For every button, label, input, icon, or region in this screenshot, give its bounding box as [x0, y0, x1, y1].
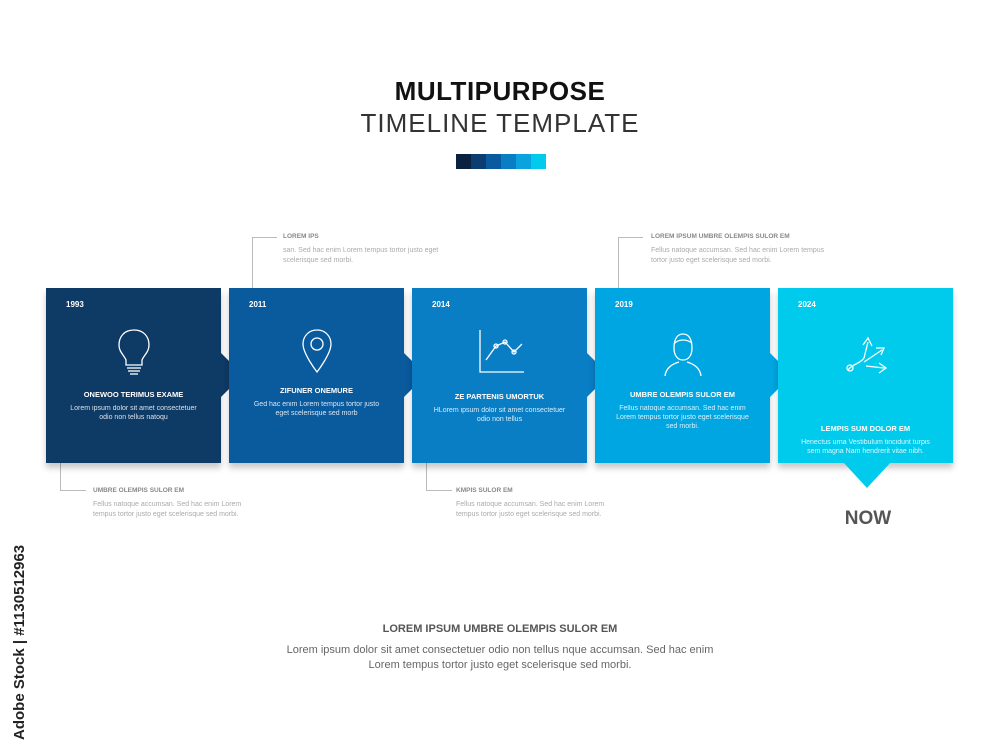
connector-line — [252, 237, 277, 238]
step-title: ZE PARTENIS UMORTUK — [454, 392, 545, 401]
step-title: UMBRE OLEMPIS SULOR EM — [629, 390, 735, 399]
step-title: LEMPIS SUM DOLOR EM — [820, 424, 911, 433]
color-swatch — [531, 154, 546, 169]
chart-icon — [479, 330, 524, 373]
callout-top-1: LOREM IPS san. Sed hac enim Lorem tempus… — [283, 233, 473, 266]
footer-title: LOREM IPSUM UMBRE OLEMPIS SULOR EM — [382, 623, 618, 635]
step-year: 2011 — [249, 300, 267, 309]
timeline-subtitle: TIMELINE TEMPLATE — [360, 108, 640, 138]
step-year: 2024 — [798, 300, 816, 309]
connector-line — [426, 490, 452, 491]
color-swatch — [501, 154, 516, 169]
stock-watermark: Adobe Stock | #1130512963 — [11, 545, 28, 740]
callout-bottom-1: UMBRE OLEMPIS SULOR EM Fellus natoque ac… — [93, 487, 243, 520]
step-text: Lorem ipsum dolor sit amet consectetuer … — [70, 405, 197, 421]
callout-title: UMBRE OLEMPIS SULOR EM — [93, 487, 185, 494]
step-text: Fellus natoque accumsan. Sed hac enim Lo… — [616, 405, 749, 430]
step-year: 2019 — [615, 300, 633, 309]
now-label: NOW — [844, 508, 892, 529]
timeline-step-2011: 2011 ZIFUNER ONEMURE Ged hac enim Lorem … — [229, 288, 426, 463]
color-swatch — [456, 154, 471, 169]
callout-top-2: LOREM IPSUM UMBRE OLEMPIS SULOR EM Fellu… — [651, 233, 841, 266]
color-swatch — [486, 154, 501, 169]
timeline-title: MULTIPURPOSE — [394, 76, 606, 106]
connector-line — [60, 452, 61, 490]
connector-line — [252, 237, 253, 288]
callout-text: Fellus natoque accumsan. Sed hac enim Lo… — [651, 247, 825, 264]
step-year: 2014 — [432, 300, 450, 309]
callout-title: LOREM IPS — [283, 233, 319, 240]
callout-title: KMPIS SULOR EM — [456, 487, 513, 494]
now-pointer — [843, 462, 891, 488]
callout-title: LOREM IPSUM UMBRE OLEMPIS SULOR EM — [651, 233, 790, 240]
timeline-step-2019: 2019 UMBRE OLEMPIS SULOR EM Fellus natoq… — [595, 288, 792, 463]
callout-text: Fellus natoque accumsan. Sed hac enim Lo… — [93, 501, 242, 518]
step-text: Ged hac enim Lorem tempus tortor justo e… — [253, 401, 380, 417]
step-text: Henectus urna Vestibulum tincidunt turpi… — [801, 439, 930, 455]
connector-line — [60, 490, 86, 491]
callout-text: san. Sed hac enim Lorem tempus tortor ju… — [283, 247, 439, 264]
map-pin-icon — [302, 329, 332, 374]
watermark-text: Adobe Stock | #1130512963 — [11, 545, 28, 740]
timeline-step-1993: 1993 ONEWOO TERIMUS EXAME Lorem ipsum do… — [46, 288, 243, 463]
color-swatch — [516, 154, 531, 169]
arrows-icon — [846, 336, 888, 374]
callout-text: Fellus natoque accumsan. Sed hac enim Lo… — [456, 501, 605, 518]
connector-line — [618, 237, 619, 288]
step-text: HLorem ipsum dolor sit amet consectetuer… — [433, 407, 566, 423]
timeline-step-2014: 2014 ZE PARTENIS UMORTUK HLorem ipsum do… — [412, 288, 609, 463]
lightbulb-icon — [118, 329, 150, 375]
step-title: ZIFUNER ONEMURE — [280, 386, 353, 395]
step-year: 1993 — [66, 300, 84, 309]
timeline-step-2024: 2024 LEMPIS SUM DOLOR EM Henectus urna V… — [778, 288, 953, 463]
person-icon — [664, 333, 702, 377]
color-swatch-bar — [456, 154, 546, 169]
callout-bottom-2: KMPIS SULOR EM Fellus natoque accumsan. … — [456, 487, 606, 520]
connector-line — [618, 237, 643, 238]
color-swatch — [471, 154, 486, 169]
footer-text: Lorem ipsum dolor sit amet consectetuer … — [286, 644, 714, 671]
connector-line — [426, 452, 427, 490]
step-title: ONEWOO TERIMUS EXAME — [83, 390, 184, 399]
